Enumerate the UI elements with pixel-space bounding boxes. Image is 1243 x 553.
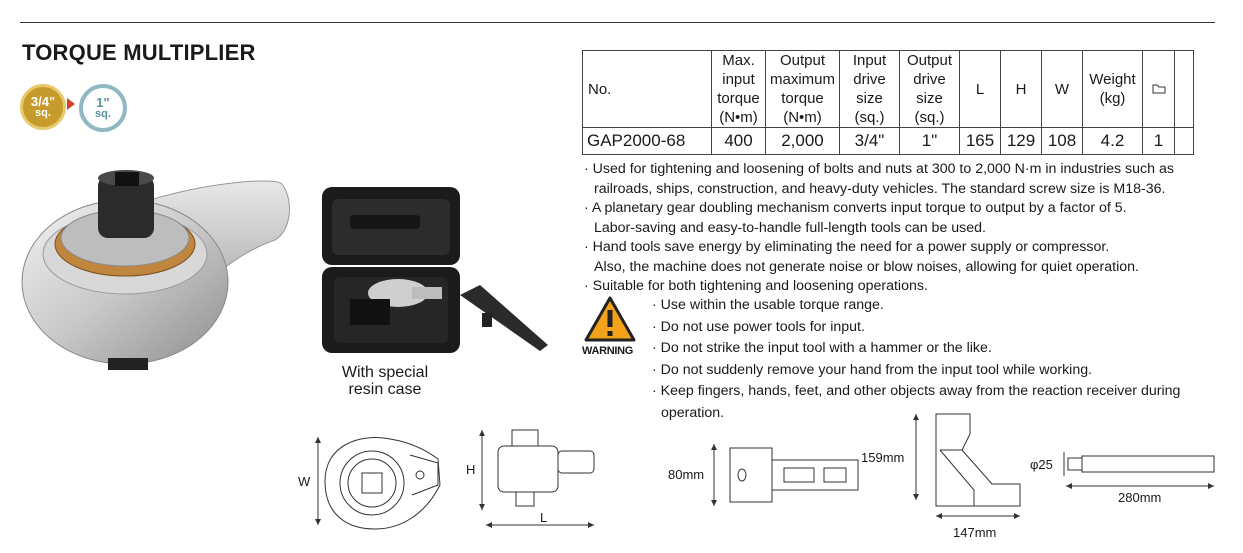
header-output-drive-l3: size bbox=[916, 90, 943, 107]
cell-weight: 4.2 bbox=[1082, 127, 1143, 155]
input-size-badge: 3/4" sq. bbox=[20, 84, 66, 130]
cell-input-drive: 3/4" bbox=[839, 127, 900, 155]
dim-h-label: H bbox=[466, 462, 476, 477]
dim-159mm: 159mm bbox=[861, 450, 905, 465]
header-output-drive-l1: Output bbox=[906, 52, 953, 69]
header-max-input-l4: (N•m) bbox=[719, 109, 758, 126]
feature-2-cont: Labor-saving and easy-to-handle full-len… bbox=[594, 219, 986, 236]
header-output-max-l3: torque bbox=[781, 90, 824, 107]
top-view-drawing bbox=[315, 437, 441, 530]
resin-case-photo bbox=[322, 187, 548, 353]
cell-qty: 1 bbox=[1142, 127, 1175, 155]
warning-item-5: · Keep fingers, hands, feet, and other o… bbox=[652, 383, 1181, 399]
header-output-max-l1: Output bbox=[779, 52, 826, 69]
handle-drawing bbox=[1063, 452, 1215, 489]
spec-data-row: GAP2000-68 400 2,000 3/4" 1" 165 129 108… bbox=[582, 127, 1194, 155]
case-caption-line2: resin case bbox=[348, 381, 422, 398]
header-input-drive-l4: (sq.) bbox=[854, 109, 885, 126]
feature-1: · Used for tightening and loosening of b… bbox=[584, 161, 1174, 177]
dim-147mm: 147mm bbox=[953, 525, 997, 540]
reaction-receiver-profile bbox=[913, 413, 1021, 519]
header-input-drive-l2: drive bbox=[853, 71, 886, 88]
dim-diameter: φ25 bbox=[1030, 457, 1053, 472]
feature-3: · Hand tools save energy by eliminating … bbox=[584, 239, 1110, 255]
warning-item-3: · Do not strike the input tool with a ha… bbox=[652, 340, 992, 356]
header-max-input-l1: Max. bbox=[722, 52, 755, 69]
header-output-max-l4: (N•m) bbox=[783, 109, 822, 126]
reaction-receiver-drawing bbox=[711, 444, 859, 506]
feature-1-cont: railroads, ships, construction, and heav… bbox=[594, 180, 1166, 197]
header-weight-l2: (kg) bbox=[1099, 90, 1126, 107]
warning-item-5-cont: operation. bbox=[661, 404, 725, 421]
header-h: H bbox=[1000, 50, 1042, 128]
warning-item-4: · Do not suddenly remove your hand from … bbox=[652, 361, 1093, 378]
cell-w: 108 bbox=[1041, 127, 1083, 155]
header-no: No. bbox=[582, 50, 712, 128]
header-output-drive-l4: (sq.) bbox=[914, 109, 945, 126]
torque-multiplier-photo bbox=[21, 170, 290, 370]
top-rule bbox=[20, 22, 1215, 23]
header-output-max-l2: maximum bbox=[769, 71, 835, 88]
warning-icon bbox=[584, 296, 636, 342]
case-caption-line1: With special bbox=[341, 364, 429, 381]
feature-list: · Used for tightening and loosening of b… bbox=[584, 160, 1224, 297]
dim-80mm: 80mm bbox=[668, 467, 705, 482]
cell-h: 129 bbox=[1000, 127, 1042, 155]
feature-3-cont: Also, the machine does not generate nois… bbox=[594, 258, 1139, 275]
output-size-badge: 1" sq. bbox=[79, 84, 127, 132]
warning-label: WARNING bbox=[582, 345, 634, 357]
header-weight-l1: Weight bbox=[1089, 71, 1136, 88]
header-blank bbox=[1174, 50, 1194, 128]
cell-no: GAP2000-68 bbox=[582, 127, 712, 155]
header-weight: Weight (kg) bbox=[1082, 50, 1143, 128]
arrow-right-icon bbox=[67, 98, 75, 110]
header-l: L bbox=[959, 50, 1001, 128]
header-output-drive: Output drive size (sq.) bbox=[899, 50, 960, 128]
spec-header-row: No. Max. input torque (N•m) Output maxim… bbox=[582, 50, 1194, 128]
header-output-max: Output maximum torque (N•m) bbox=[765, 50, 840, 128]
dim-w-label: W bbox=[298, 474, 311, 489]
output-size: 1" bbox=[96, 95, 110, 110]
header-max-input: Max. input torque (N•m) bbox=[711, 50, 766, 128]
cell-output-drive: 1" bbox=[899, 127, 960, 155]
input-unit: sq. bbox=[35, 107, 51, 119]
cell-max-input: 400 bbox=[711, 127, 766, 155]
output-unit: sq. bbox=[95, 108, 111, 120]
header-input-drive: Input drive size (sq.) bbox=[839, 50, 900, 128]
cell-blank bbox=[1174, 127, 1194, 155]
warning-item-1: · Use within the usable torque range. bbox=[652, 297, 884, 313]
input-size: 3/4" bbox=[30, 94, 56, 109]
cell-output-max: 2,000 bbox=[765, 127, 840, 155]
case-caption: With special resin case bbox=[330, 364, 440, 398]
dim-l-label: L bbox=[540, 510, 548, 525]
cell-l: 165 bbox=[959, 127, 1001, 155]
header-max-input-l2: input bbox=[722, 71, 755, 88]
spec-table: No. Max. input torque (N•m) Output maxim… bbox=[582, 50, 1194, 155]
page-title: TORQUE MULTIPLIER bbox=[22, 40, 256, 65]
feature-4: · Suitable for both tightening and loose… bbox=[584, 278, 928, 294]
side-view-drawing bbox=[479, 429, 595, 528]
header-output-drive-l2: drive bbox=[913, 71, 946, 88]
dim-280mm: 280mm bbox=[1118, 490, 1162, 505]
quantity-icon bbox=[1142, 50, 1175, 128]
warning-item-2: · Do not use power tools for input. bbox=[652, 318, 865, 335]
header-input-drive-l3: size bbox=[856, 90, 883, 107]
header-w: W bbox=[1041, 50, 1083, 128]
warning-list: · Use within the usable torque range. · … bbox=[652, 295, 1222, 424]
header-input-drive-l1: Input bbox=[852, 52, 887, 69]
feature-2: · A planetary gear doubling mechanism co… bbox=[584, 200, 1127, 216]
header-max-input-l3: torque bbox=[717, 90, 760, 107]
